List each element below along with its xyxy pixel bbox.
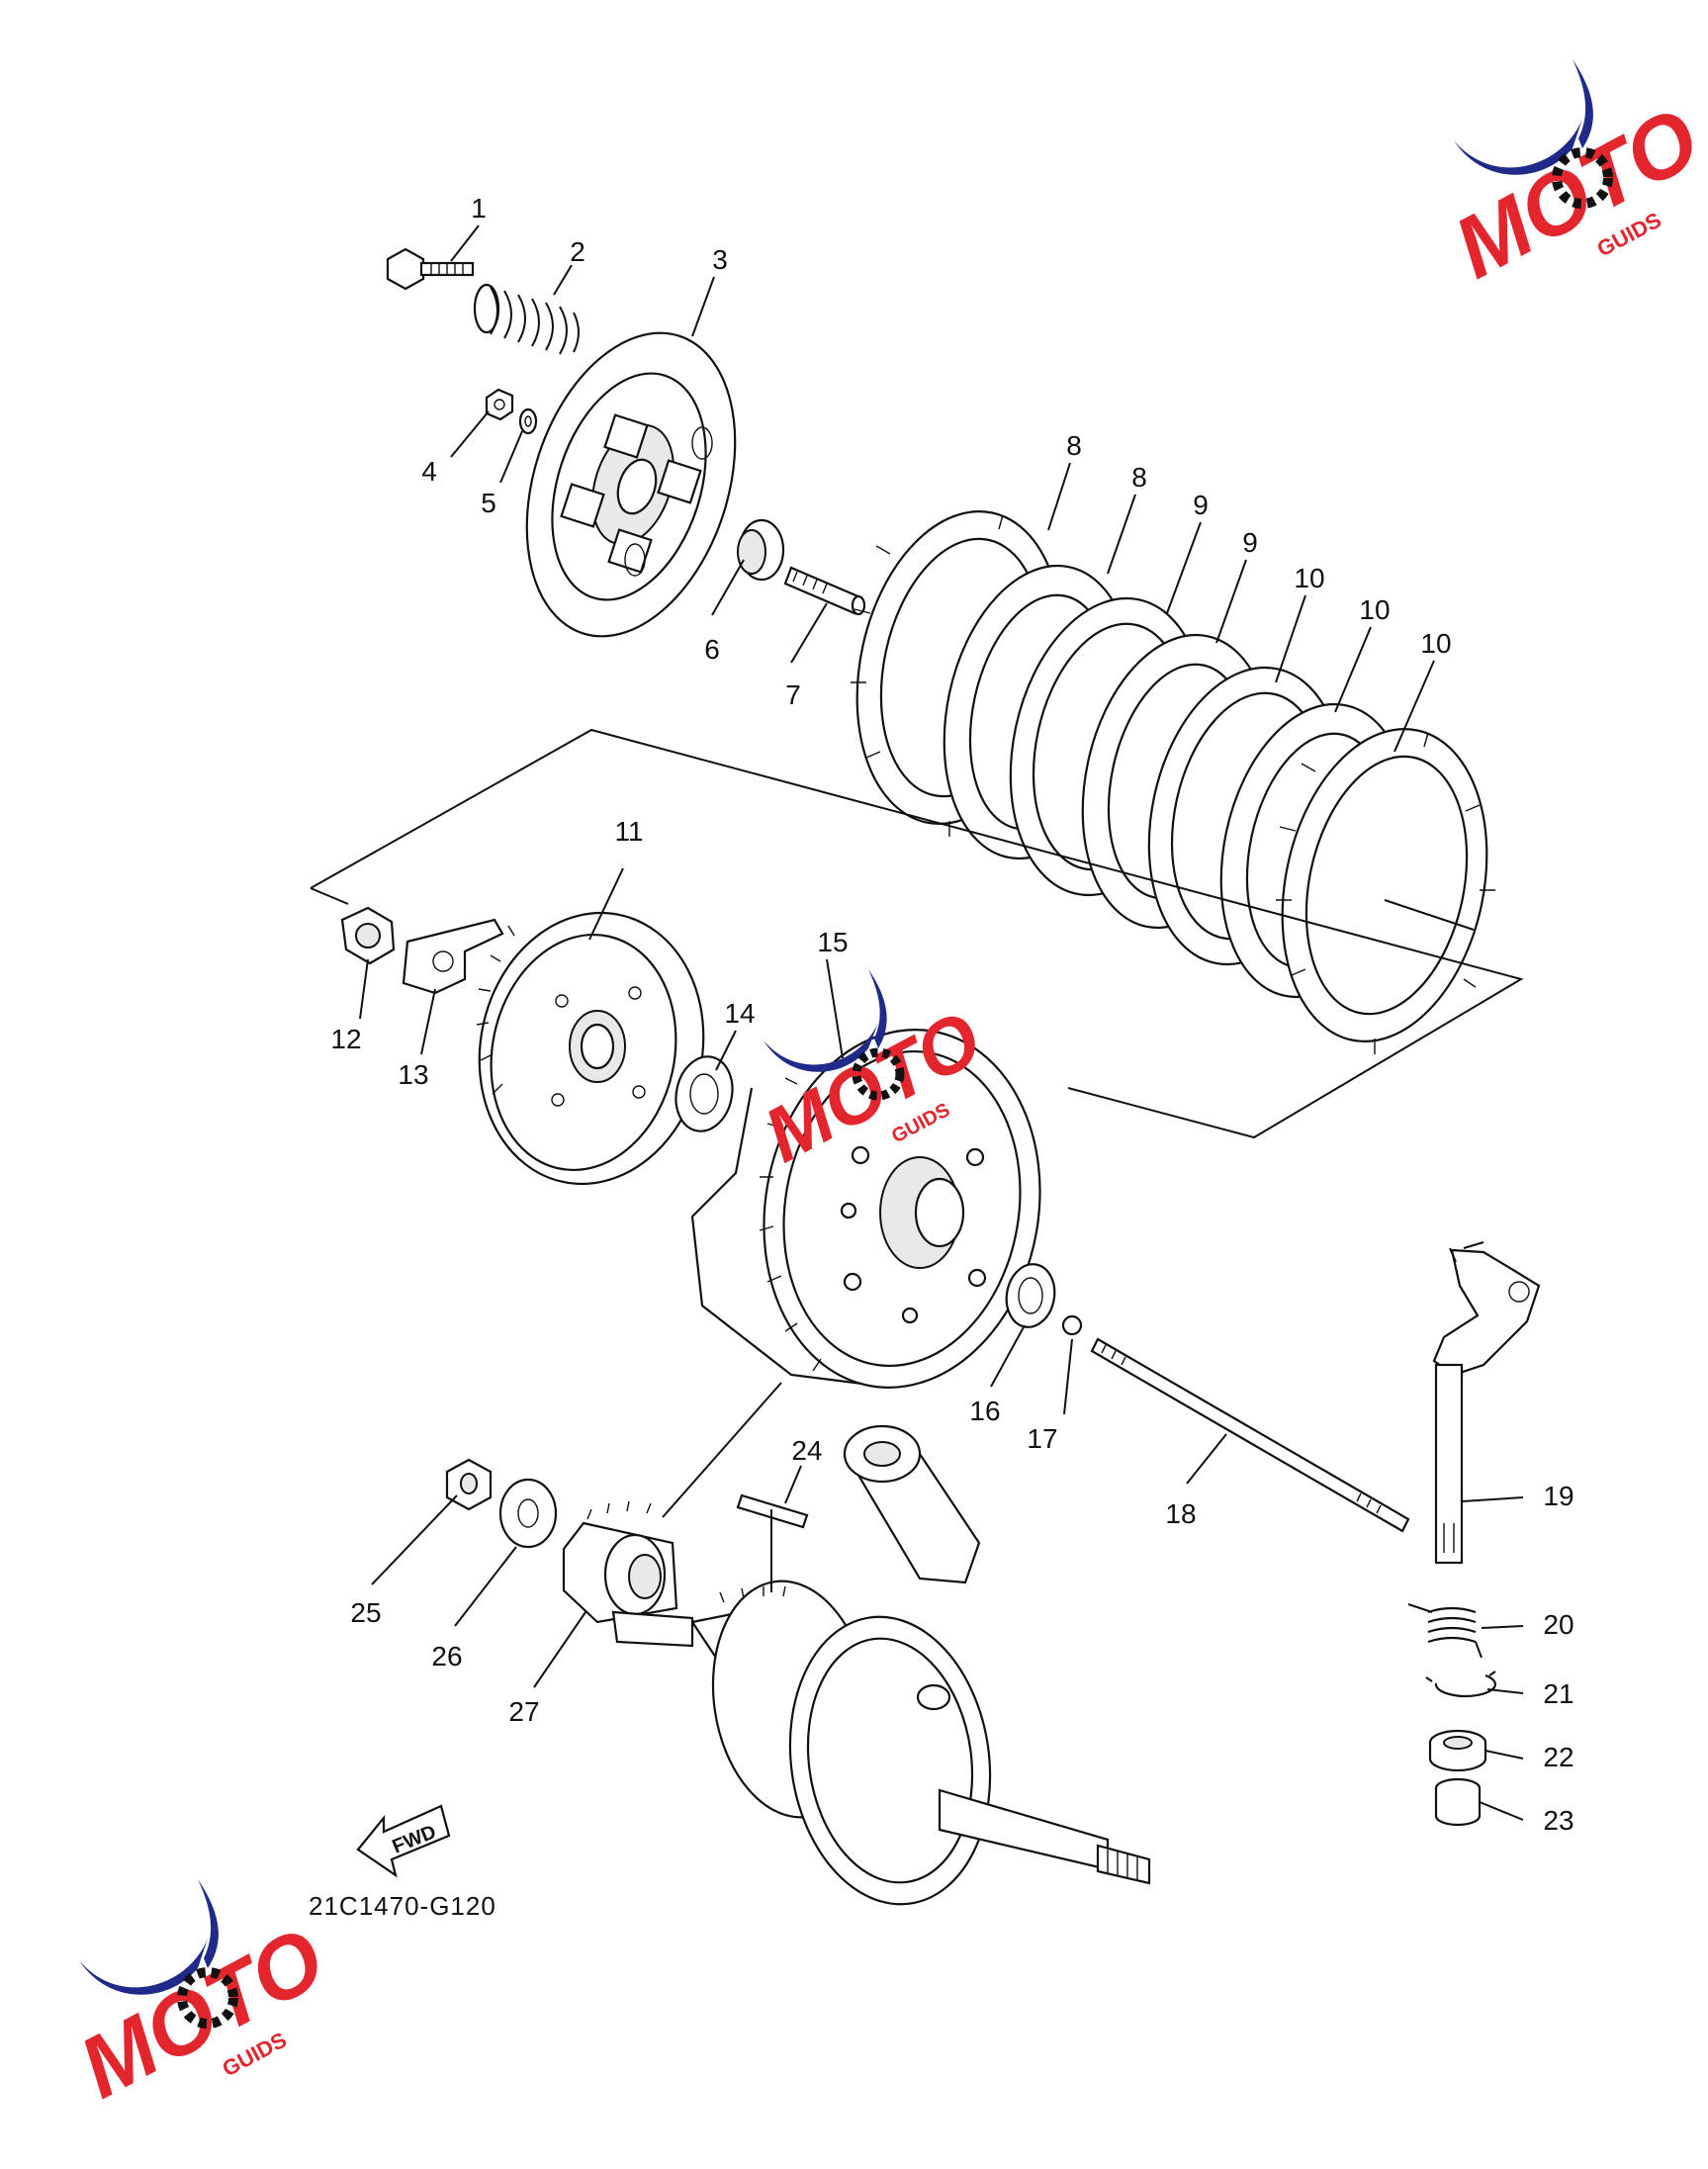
callout-15: 7 <box>785 679 801 710</box>
callout-5: 15 <box>817 927 848 957</box>
callout-14: 6 <box>704 634 720 665</box>
callout-6: 14 <box>724 998 755 1029</box>
callout-3: 26 <box>431 1641 462 1672</box>
logo-swoosh-icon <box>764 1023 878 1072</box>
callout-10-c: 10 <box>1359 594 1390 625</box>
logo-brand-text: MOTO <box>64 1909 339 2118</box>
callout-18: 13 <box>398 1059 428 1090</box>
callout-8-rear: 10 <box>1420 628 1451 659</box>
moto-guids-logo-top-right: MOTO GUIDS <box>1439 59 1708 297</box>
part-6-washer <box>674 1055 734 1132</box>
callout-16: 5 <box>481 488 496 518</box>
callout-10-a: 8 <box>1131 462 1147 493</box>
part-19-lock-nut <box>340 906 396 965</box>
callout-2: 24 <box>791 1435 822 1466</box>
part-18-lock-washer <box>402 918 504 995</box>
callout-7: 11 <box>614 816 643 847</box>
callout-24: 17 <box>1027 1423 1057 1454</box>
part-23-push-rod <box>1090 1337 1410 1533</box>
crankshaft <box>611 1424 1151 1906</box>
callout-17: 4 <box>421 456 437 487</box>
callout-25: 23 <box>1543 1805 1573 1836</box>
part-8-friction-plate-rear <box>1276 728 1495 1054</box>
callout-26: 22 <box>1543 1742 1573 1772</box>
callout-27: 21 <box>1543 1678 1573 1709</box>
callout-23: 18 <box>1165 1498 1196 1529</box>
logo-swoosh-icon <box>79 1939 208 1995</box>
callout-11: 3 <box>712 244 728 275</box>
part-16-washer <box>518 407 538 435</box>
moto-guids-logo-bottom-left: MOTO GUIDS <box>64 1879 339 2117</box>
callout-10-b: 9 <box>1242 527 1258 558</box>
callout-21: 19 <box>1543 1481 1573 1511</box>
callout-19: 12 <box>330 1024 361 1054</box>
part-20-washer <box>1005 1263 1056 1328</box>
diagram-code: 21C1470-G120 <box>309 1891 496 1921</box>
part-3-washer <box>498 1478 558 1549</box>
logo-gear-icon <box>177 1967 238 2029</box>
logo-brand-text: MOTO <box>1439 89 1708 298</box>
callout-22: 20 <box>1543 1609 1573 1640</box>
callout-1: 27 <box>508 1696 539 1727</box>
logo-swoosh-icon <box>1454 119 1582 175</box>
part-1-primary-drive-gear <box>562 1500 678 1624</box>
part-5-clutch-housing <box>690 1029 1041 1389</box>
callout-12: 2 <box>570 236 585 267</box>
part-25-bearing <box>1434 1777 1482 1827</box>
fwd-arrow: FWD <box>356 1804 451 1878</box>
part-13-bolt <box>386 247 475 291</box>
assembly-outline <box>310 728 1524 1139</box>
part-21-push-lever-shaft <box>1432 1241 1541 1565</box>
logo-gear-icon <box>852 1047 905 1101</box>
part-24-ball <box>1061 1314 1083 1336</box>
part-11-pressure-plate <box>525 331 737 638</box>
part-7-clutch-boss <box>476 911 705 1186</box>
leader-lines <box>359 225 1524 1821</box>
part-22-spring <box>1407 1603 1483 1659</box>
part-12-spring <box>473 283 580 355</box>
callout-9-a: 9 <box>1193 490 1209 520</box>
clutch-plate-pack <box>851 510 1495 1054</box>
part-17-nut <box>485 388 514 421</box>
callout-13: 1 <box>471 193 487 224</box>
callout-4: 25 <box>350 1597 381 1628</box>
part-26-oil-seal <box>1428 1729 1487 1772</box>
part-27-circlip <box>1425 1671 1496 1698</box>
callout-20: 16 <box>969 1396 1000 1426</box>
part-4-nut <box>445 1458 493 1511</box>
part-15-push-rod <box>783 566 866 616</box>
logo-gear-icon <box>1552 147 1613 209</box>
callout-9-b: 10 <box>1294 563 1324 593</box>
part-14-bearing <box>737 518 785 582</box>
callout-labels: 1 2 3 4 5 6 7 8 8 9 9 10 10 10 11 12 13 … <box>330 193 1573 1836</box>
callout-8-front: 8 <box>1066 430 1082 461</box>
